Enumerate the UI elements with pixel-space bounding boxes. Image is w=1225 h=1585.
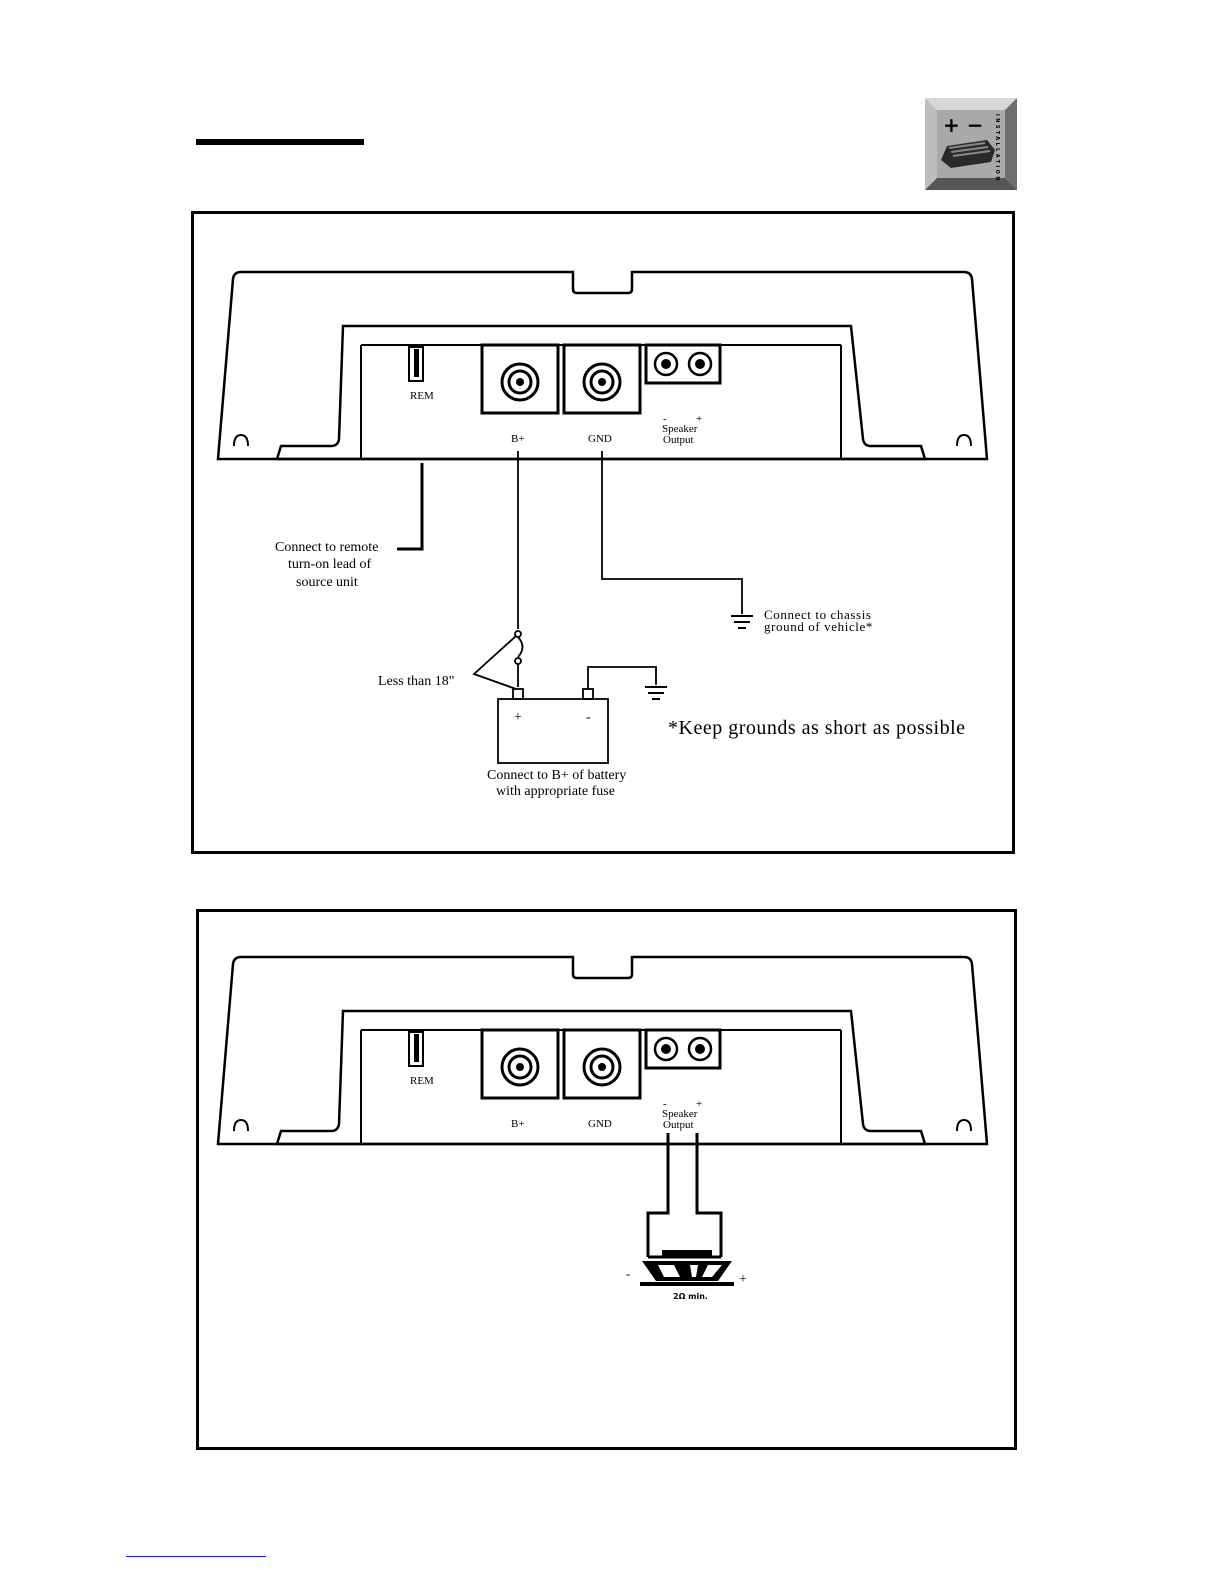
fuse-note: Less than 18" [378,674,454,689]
driver-plus-label: + [739,1272,747,1287]
speaker-output-label-line2: Output [663,434,694,446]
battery-note-line2: with appropriate fuse [496,784,615,799]
speaker-wiring-diagram: REM B+ GND - + [196,909,1017,1450]
battery-plus-label: + [514,710,522,725]
speaker-output-terminal [646,345,720,383]
speaker-output-terminal [646,1030,720,1068]
ground-tip: *Keep grounds as short as possible [668,717,966,739]
remote-wire [397,463,422,549]
power-wiring-diagram: REM B+ GND - + Speaker Output C [191,211,1015,854]
remote-note-line2: turn-on lead of [288,557,372,572]
rem-label: REM [410,390,434,402]
gnd-terminal [564,345,640,413]
battery-note-line1: Connect to B+ of battery [487,768,626,783]
remote-note-line1: Connect to remote [275,540,378,555]
gnd-label: GND [588,433,612,445]
header-rule [196,139,364,145]
gnd-terminal [564,1030,640,1098]
battery-ground-wire [588,667,667,699]
remote-note-line3: source unit [296,575,358,590]
battery [498,689,608,763]
bplus-terminal [482,345,558,413]
driver-minus-label: - [626,1266,630,1281]
gnd-wire [602,451,742,614]
bplus-label: B+ [511,1118,525,1130]
chassis-ground-symbol [731,616,753,628]
battery-minus-label: - [586,710,591,725]
chassis-note-line2: ground of vehicle* [764,619,873,634]
footer-link-underline [126,1556,266,1557]
speaker-output-label-line2: Output [663,1119,694,1131]
bplus-terminal [482,1030,558,1098]
bplus-label: B+ [511,433,525,445]
fuse-distance-marker [474,636,516,689]
impedance-label: 2Ω min. [673,1292,708,1301]
rem-label: REM [410,1075,434,1087]
bplus-wire [515,451,523,687]
speaker-wires [648,1133,721,1257]
badge-vertical-text: INSTALLATION [994,114,1000,183]
gnd-label: GND [588,1118,612,1130]
installation-badge: + − INSTALLATION [925,98,1017,190]
badge-symbols: + − [943,113,983,137]
